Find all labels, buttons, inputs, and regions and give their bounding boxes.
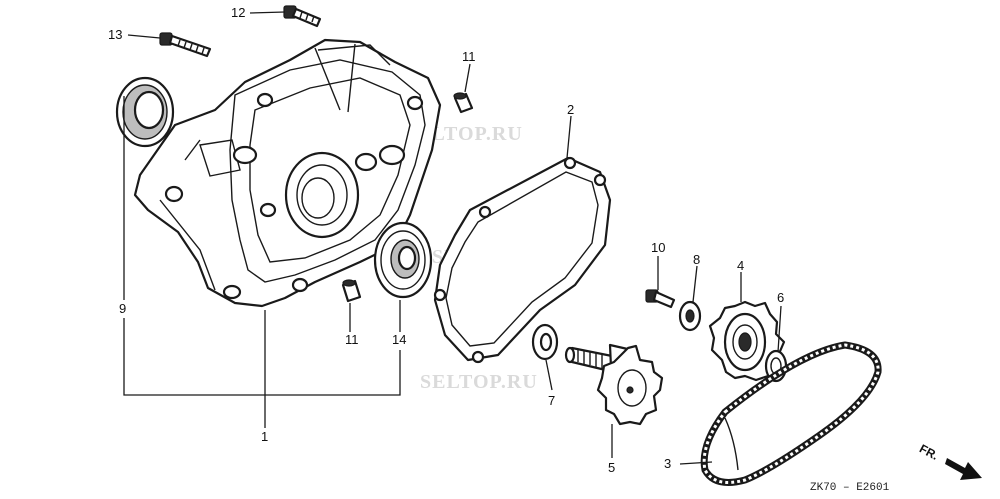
- drawing-code: ZK70 – E2601: [810, 482, 890, 494]
- dowel-pin-bottom: [341, 279, 362, 303]
- sprocket-4: [708, 300, 786, 382]
- bolt-13: [159, 32, 212, 58]
- watermark-3: SELTOP.RU: [420, 371, 538, 393]
- washer-8: [678, 300, 702, 332]
- leader-lines: [123, 11, 782, 465]
- shaft-sprocket: [564, 343, 664, 426]
- front-arrow-icon: FR.: [917, 441, 982, 480]
- direction-label: FR.: [917, 441, 941, 462]
- oil-seal: [115, 76, 175, 148]
- bolt-12: [283, 5, 322, 28]
- callout-7: 7: [548, 393, 555, 408]
- callout-5: 5: [608, 460, 615, 475]
- callout-14: 14: [392, 332, 406, 347]
- callout-6: 6: [777, 290, 784, 305]
- drive-chain: [700, 341, 882, 486]
- callout-11-top: 11: [462, 49, 476, 64]
- callout-1: 1: [261, 429, 268, 444]
- callout-2: 2: [567, 102, 574, 117]
- dowel-pin-top: [453, 92, 474, 114]
- callout-3: 3: [664, 456, 671, 471]
- bolt-10: [645, 289, 676, 309]
- callout-11-bottom: 11: [345, 332, 359, 347]
- callout-8: 8: [693, 252, 700, 267]
- callout-12: 12: [231, 5, 245, 20]
- callout-10: 10: [651, 240, 665, 255]
- washer-7: [531, 323, 559, 361]
- gasket: [433, 156, 612, 364]
- bearing: [373, 221, 433, 299]
- callout-9: 9: [119, 301, 126, 316]
- callout-4: 4: [737, 258, 744, 273]
- callout-13: 13: [108, 27, 122, 42]
